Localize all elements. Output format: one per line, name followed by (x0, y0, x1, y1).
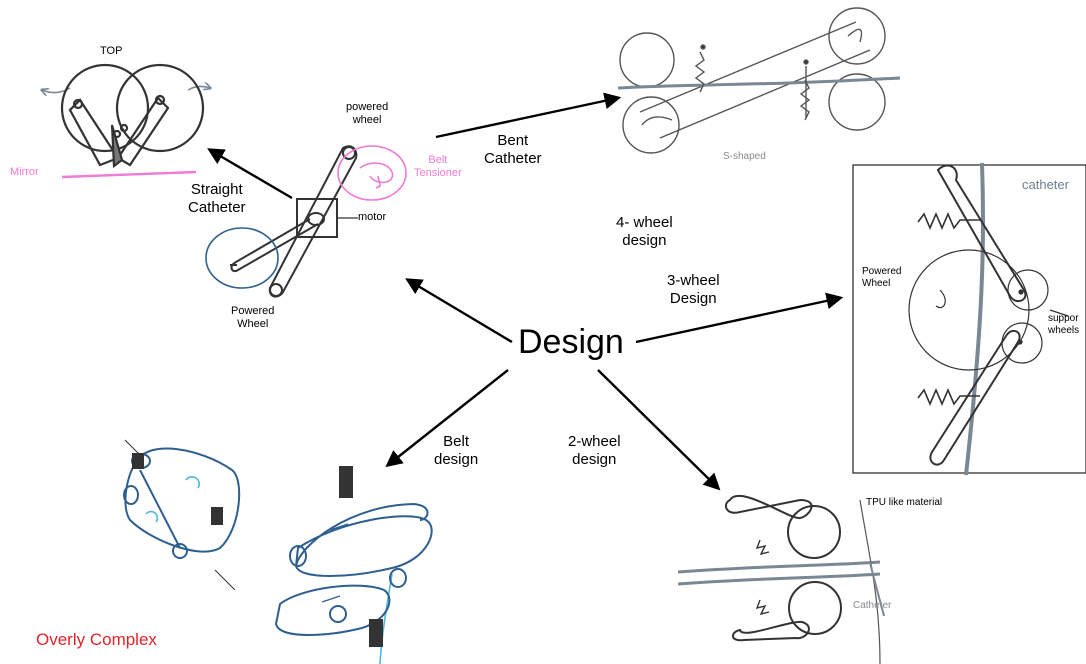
belt-sketch-left (124, 440, 239, 590)
catheter-box-label: catheter (1022, 177, 1069, 193)
two-wheel-sketch (678, 496, 884, 664)
s-shaped-sketch (618, 8, 900, 153)
arrow-four-wheel (408, 280, 512, 342)
powered-wheel-bottom-label: Powered Wheel (231, 305, 274, 331)
design-center-label: Design (518, 322, 624, 363)
powered-wheel-top-label: powered wheel (346, 101, 388, 127)
three-wheel-design-label: 3-wheel Design (667, 272, 720, 308)
bent-catheter-label: Bent Catheter (484, 132, 542, 168)
top-view-sketch (42, 65, 210, 166)
s-shaped-label: S-shaped (723, 151, 766, 163)
motor-label: motor (358, 211, 386, 224)
overly-complex-label: Overly Complex (36, 630, 157, 650)
straight-catheter-label: Straight Catheter (188, 181, 246, 217)
mirror-label: Mirror (10, 166, 39, 179)
belt-cyan-arrows (146, 477, 392, 664)
mirror-line (62, 172, 196, 177)
support-wheels-label: suppor wheels (1048, 313, 1079, 337)
two-wheel-design-label: 2-wheel design (568, 433, 621, 469)
top-label: TOP (100, 45, 122, 58)
catheter-two-wheel-label: Catheter (853, 600, 891, 612)
four-wheel-design-label: 4- wheel design (616, 214, 673, 250)
belt-tensioner-label: Belt Tensioner (414, 154, 462, 180)
belt-design-label: Belt design (434, 433, 478, 469)
belt-sketch-right (276, 467, 432, 646)
powered-wheel-box-label: Powered Wheel (862, 266, 901, 290)
arrow-two-wheel (598, 370, 718, 488)
tpu-label: TPU like material (866, 497, 942, 509)
